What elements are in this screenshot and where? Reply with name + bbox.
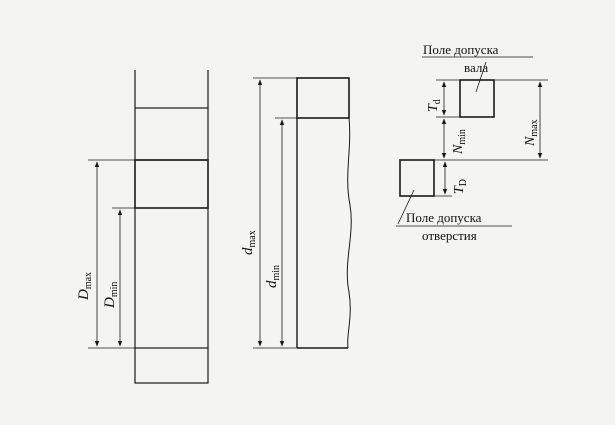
label-T-d: Td [426, 99, 443, 112]
hole-lower-wall [134, 347, 209, 384]
hole-upper-wall [134, 107, 209, 161]
shaft-tolerance-hatch [296, 77, 350, 119]
label-d-max: dmax [240, 230, 258, 255]
tolerance-schematic: Td Nmin TD Nmax Поле допуска вала Поле д… [396, 42, 548, 243]
label-N-min: Nmin [451, 129, 468, 155]
hole-tolerance-hatch [134, 159, 209, 209]
caption-shaft-zone-line2: вала [464, 60, 488, 75]
caption-shaft-zone-line1: Поле допуска [423, 42, 499, 57]
hole-zone-box [399, 159, 435, 197]
leader-shaft-zone [475, 61, 487, 93]
label-D-max: Dmax [76, 272, 94, 301]
hole-part [134, 70, 209, 384]
caption-hole-zone-line1: Поле допуска [406, 210, 482, 225]
label-N-max: Nmax [523, 119, 540, 147]
shaft-zone-box [459, 79, 495, 118]
caption-hole-zone-line2: отверстия [422, 228, 477, 243]
label-d-min: dmin [264, 265, 282, 288]
label-T-D: TD [452, 179, 469, 194]
leader-hole-zone [397, 189, 415, 225]
shaft-break-line [346, 117, 352, 349]
shaft-part [296, 77, 352, 349]
label-D-min: Dmin [102, 282, 120, 309]
